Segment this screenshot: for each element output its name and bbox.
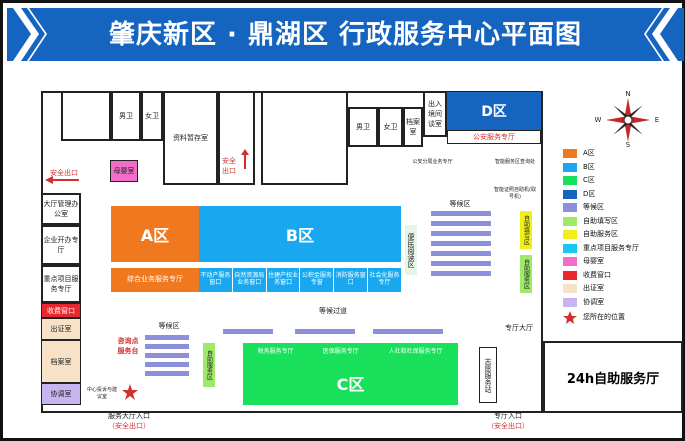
passage-chairs xyxy=(223,329,443,337)
main-entrance-sub: （安全出口） xyxy=(108,422,150,430)
window-c3: 人社和社保服务专厅 xyxy=(388,347,443,355)
legend-label-B: B区 xyxy=(583,162,595,171)
compass-s: S xyxy=(625,141,631,149)
main-entrance[interactable]: 服务大厅入口 xyxy=(108,412,150,420)
window-b4: 公积金服务专窗 xyxy=(300,268,335,292)
zone-a: A区 xyxy=(111,206,199,262)
you-are-here-star-icon xyxy=(122,384,138,400)
room-enterprise: 企业开办专厅 xyxy=(41,225,81,265)
self-service-strip: 自助服务区 xyxy=(520,255,532,293)
legend-swatch-proof xyxy=(563,284,577,293)
legend-swatch-A xyxy=(563,149,577,158)
legend-label-coordination: 协调室 xyxy=(583,297,604,306)
compass-n: N xyxy=(625,90,631,98)
zone-b: B区 xyxy=(199,206,401,262)
legend-label-cashier: 收费窗口 xyxy=(583,270,611,279)
room-cashier: 收费窗口 xyxy=(41,303,81,318)
window-d: 公安服务专厅 xyxy=(447,130,541,144)
legend-swatch-coordination xyxy=(563,297,577,307)
compass-rose-icon xyxy=(606,98,650,142)
legend-swatch-selfService xyxy=(563,230,577,239)
volunteer-station: 志愿服务站 xyxy=(479,347,497,403)
west-exit-arrow-icon xyxy=(45,176,79,184)
legend-swatch-selfFill xyxy=(563,216,577,226)
legend-swatch-D xyxy=(563,189,577,199)
window-a: 综合业务服务专厅 xyxy=(111,268,199,292)
mediation-room: 中心投诉与建议室 xyxy=(87,387,118,400)
window-b5: 消防服务窗口 xyxy=(334,268,369,292)
window-b2: 自然资源局业务窗口 xyxy=(233,268,267,292)
zone-d: D区 xyxy=(447,92,541,130)
window-b3: 住建产权业务窗口 xyxy=(267,268,301,292)
room-archive-temp: 资料暂存室 xyxy=(163,91,218,185)
west-exit[interactable]: 安全出口 xyxy=(50,169,78,177)
compass-w: W xyxy=(594,116,602,124)
legend-label-C: C区 xyxy=(583,176,595,184)
passage-label: 等候过道 xyxy=(319,307,347,315)
waiting-area-label-bottom: 等候区 xyxy=(158,322,180,330)
special-entrance[interactable]: 专厅入口 xyxy=(494,412,522,420)
legend-label-proof: 出证室 xyxy=(583,284,604,292)
consult-desk: 咨询点服务台 xyxy=(117,337,139,355)
c-windows-row: 税务服务专厅 医保服务专厅 人社和社保服务专厅 xyxy=(243,343,458,361)
legend-label-keyProject: 重点项目服务专厅 xyxy=(583,243,639,252)
room-men-restroom: 男卫 xyxy=(111,91,141,141)
legend: A区 B区 C区 D区等候区自助填写区自助服务区重点项目服务专厅母婴室收费窗口出证室协… xyxy=(559,147,677,324)
special-hall-label: 专厅大厅 xyxy=(505,324,533,332)
legend-swatch-keyProject xyxy=(563,243,577,253)
room-top-1 xyxy=(61,91,111,141)
legend-swatch-cashier xyxy=(563,270,577,280)
window-c1: 税务服务专厅 xyxy=(257,347,294,355)
legend-label-selfService: 自助服务区 xyxy=(583,230,618,238)
smart-service-label: 智能服务区查询处 xyxy=(494,158,535,165)
self-fill-strip: 自助填写区 xyxy=(520,211,532,249)
legend-label-mother: 母婴室 xyxy=(583,257,604,265)
police-hall-label: 公安分局业务专厅 xyxy=(412,158,453,165)
special-entrance-sub: （安全出口） xyxy=(487,422,529,430)
b-windows-row: 不动产服务窗口 自然资源局业务窗口 住建产权业务窗口 公积金服务专窗 消防服务窗… xyxy=(199,268,401,292)
legend-label-waiting: 等候区 xyxy=(583,203,604,211)
waiting-chairs-top xyxy=(431,211,491,281)
legend-swatch-B xyxy=(563,162,577,172)
compass-e: E xyxy=(654,116,660,124)
legend-label-A: A区 xyxy=(583,149,595,157)
room-proof: 出证室 xyxy=(41,318,81,340)
room-mother: 母婴室 xyxy=(110,160,138,182)
window-b1: 不动产服务窗口 xyxy=(199,268,233,292)
proof-machine-label: 智能证照自助机(取号机) xyxy=(494,187,536,200)
legend-swatch-waiting xyxy=(563,203,577,212)
room-file: 档案室 xyxy=(41,340,81,383)
self-service-mid: 自助服务区 xyxy=(203,343,215,387)
north-exit-arrow-icon xyxy=(241,149,249,169)
room-top-2 xyxy=(218,91,255,185)
banner-chevrons xyxy=(13,8,678,61)
legend-swatch-mother xyxy=(563,257,577,266)
room-coordination: 协调室 xyxy=(41,383,81,405)
title-banner xyxy=(7,8,684,61)
window-c2: 医保服务专厅 xyxy=(322,347,359,355)
window-b6: 社会化服务专厅 xyxy=(369,272,400,286)
legend-star-icon xyxy=(563,311,577,324)
room-key-project: 重点项目服务专厅 xyxy=(41,265,81,303)
legend-label-selfFill: 自助填写区 xyxy=(583,216,618,225)
room-archive-2: 档案室 xyxy=(403,107,423,147)
waiting-area-label-top: 等候区 xyxy=(449,200,471,208)
zone-c: C区 xyxy=(243,361,458,405)
page-title: 肇庆新区 · 鼎湖区 行政服务中心平面图 xyxy=(108,20,583,50)
waiting-chairs-bottom xyxy=(145,335,189,385)
legend-label-D: D区 xyxy=(583,189,596,198)
room-women-restroom: 女卫 xyxy=(141,91,163,141)
reading-area: 便民阅读区 xyxy=(405,225,417,275)
room-men-restroom-2: 男卫 xyxy=(348,107,378,147)
legend-swatch-C xyxy=(563,176,577,185)
north-exit-left[interactable]: 安全出口 xyxy=(222,157,236,175)
room-interview: 出入境间谈室 xyxy=(423,91,447,137)
hall-24h: 24h自助服务厅 xyxy=(543,341,683,413)
room-hall-office: 大厅管理办公室 xyxy=(41,193,81,225)
legend-label-here: 您所在的位置 xyxy=(583,313,625,321)
room-top-3 xyxy=(261,91,348,185)
room-women-restroom-2: 女卫 xyxy=(378,107,403,147)
